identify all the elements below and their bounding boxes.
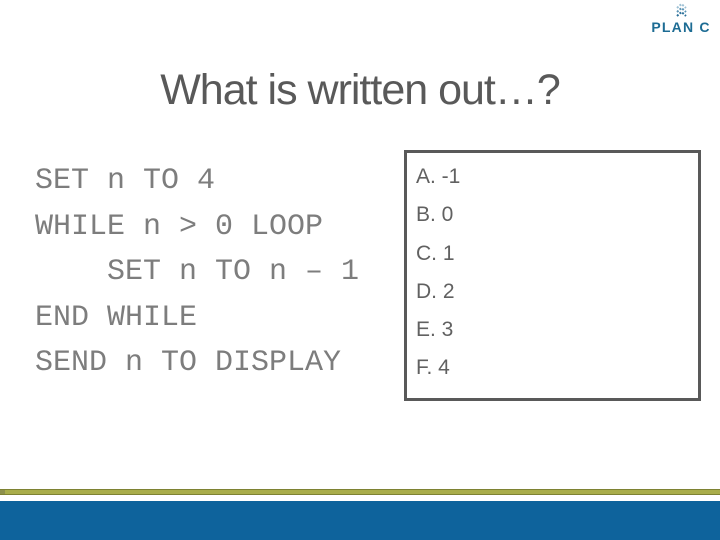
code-line-1: SET n TO 4 [35, 164, 216, 198]
answer-option-e: E. 3 [416, 318, 454, 342]
code-line-2: WHILE n > 0 LOOP [35, 209, 324, 244]
answer-option-d: D. 2 [416, 279, 455, 303]
pseudocode-block: SET n TO 4 WHILE n > 0 LOOP SET n TO n – … [35, 159, 359, 387]
plan-c-logo: PLAN C [651, 3, 711, 35]
slide-title: What is written out…? [160, 66, 561, 114]
code-line-3: SET n TO n – 1 [35, 255, 360, 289]
answer-option-a: A. -1 [416, 165, 461, 188]
answer-option-b: B. 0 [416, 203, 454, 227]
code-line-4: END WHILE [35, 300, 198, 335]
footer-accent-line [0, 489, 720, 495]
sparkle-diamond-icon [675, 3, 687, 17]
logo-text: PLAN C [651, 19, 711, 35]
footer-bar [0, 501, 720, 540]
answer-option-f: F. 4 [416, 356, 450, 380]
code-line-5: SEND n TO DISPLAY [35, 346, 342, 380]
footer-accent-notch [0, 490, 5, 494]
answer-options-box: A. -1 B. 0 C. 1 D. 2 E. 3 F. 4 [404, 150, 701, 401]
answer-option-c: C. 1 [416, 241, 455, 265]
